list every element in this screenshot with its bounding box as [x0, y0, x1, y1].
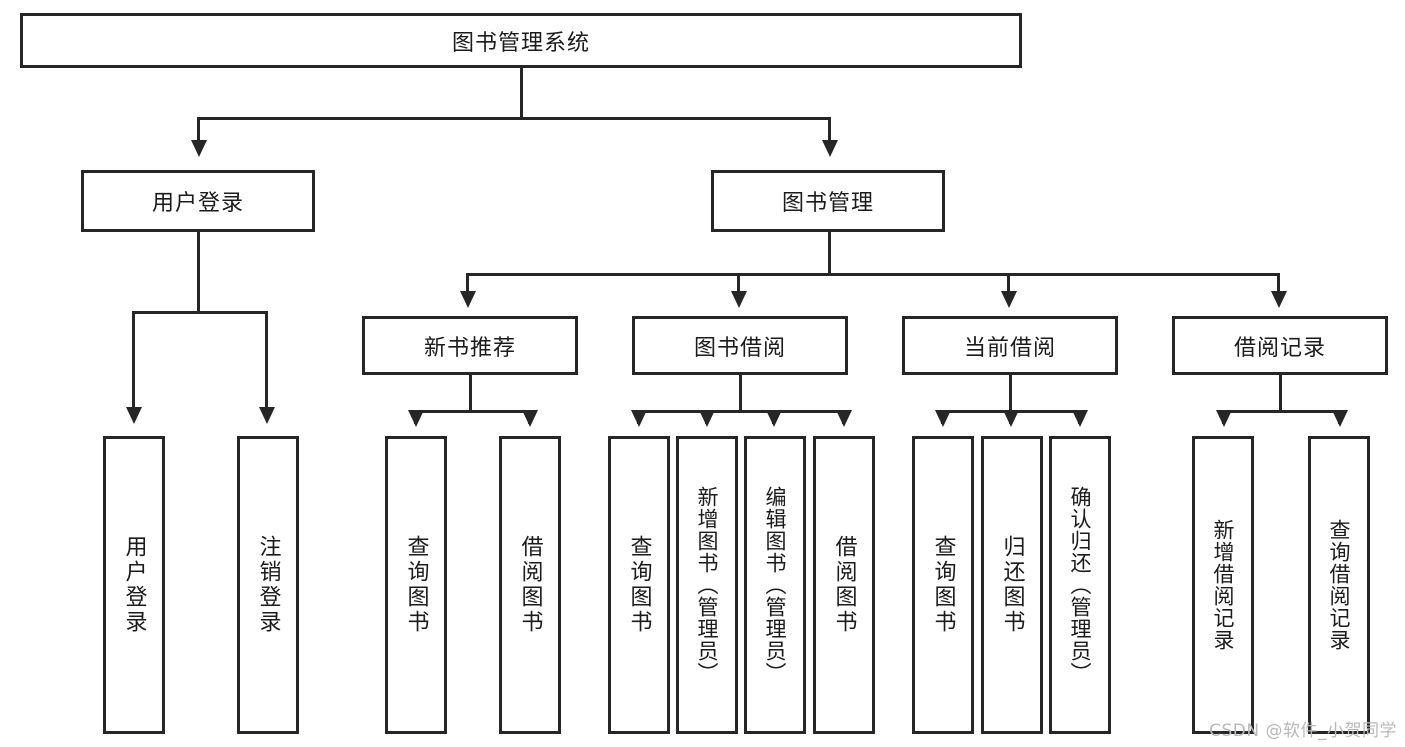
edge-book-borrow-bus	[637, 410, 845, 413]
arrow-to-leaf-query-book-3	[935, 410, 951, 427]
edge-new-book-bus	[414, 410, 531, 413]
leaf-add-book-admin[interactable]: 新增图书（管理员）	[676, 436, 738, 734]
node-label: 新增借阅记录	[1211, 519, 1236, 651]
node-label: 用户登录	[121, 535, 147, 635]
node-label: 注销登录	[255, 535, 281, 635]
arrow-to-leaf-query-borrow-record	[1332, 410, 1348, 427]
leaf-borrow-book-recommend[interactable]: 借阅图书	[499, 436, 561, 734]
leaf-edit-book-admin[interactable]: 编辑图书（管理员）	[744, 436, 806, 734]
node-label: 确认归还（管理员）	[1068, 486, 1093, 684]
edge-borrow-record-bus	[1222, 410, 1341, 413]
leaf-query-borrow-record[interactable]: 查询借阅记录	[1308, 436, 1370, 734]
arrow-to-leaf-add-book	[699, 410, 715, 427]
edge-level3-bus	[466, 273, 1280, 276]
edge-level3-drop-book-borrow	[737, 273, 740, 295]
node-label: 查询图书	[626, 535, 652, 635]
node-book-borrow[interactable]: 图书借阅	[632, 316, 848, 375]
edge-book-management-stem	[828, 232, 831, 274]
edge-user-login-stem	[197, 232, 200, 312]
edge-current-borrow-stem	[1009, 375, 1012, 411]
arrow-to-leaf-return-book	[1003, 410, 1019, 427]
arrow-to-leaf-user-login	[126, 407, 142, 424]
watermark: CSDN @软件_小贺同学	[1209, 721, 1397, 741]
leaf-query-book-current[interactable]: 查询图书	[912, 436, 974, 734]
edge-level2-drop-user-login	[197, 117, 200, 144]
node-label: 借阅记录	[1233, 335, 1326, 361]
edge-level2-drop-book-management	[828, 117, 831, 144]
node-label: 图书管理系统	[451, 30, 590, 56]
arrow-to-current-borrow	[1001, 291, 1017, 308]
leaf-borrow-book[interactable]: 借阅图书	[813, 436, 875, 734]
arrow-to-leaf-confirm-return	[1072, 410, 1088, 427]
node-label: 借阅图书	[831, 535, 857, 635]
node-label: 图书管理	[781, 191, 874, 216]
node-label: 编辑图书（管理员）	[763, 486, 788, 684]
node-book-management[interactable]: 图书管理	[711, 170, 945, 232]
leaf-user-login[interactable]: 用户登录	[103, 436, 165, 734]
node-root-book-management-system[interactable]: 图书管理系统	[20, 13, 1022, 68]
arrow-to-user-login	[191, 140, 207, 157]
leaf-return-book[interactable]: 归还图书	[981, 436, 1043, 734]
node-new-book-recommend[interactable]: 新书推荐	[362, 316, 578, 375]
edge-borrow-record-stem	[1279, 375, 1282, 411]
arrow-to-book-borrow	[731, 291, 747, 308]
leaf-confirm-return-admin[interactable]: 确认归还（管理员）	[1049, 436, 1111, 734]
edge-root-stem	[520, 68, 523, 118]
node-label: 新书推荐	[423, 335, 516, 361]
arrow-to-leaf-query-book-1	[408, 410, 424, 427]
arrow-to-leaf-borrow-book-2	[836, 410, 852, 427]
node-label: 查询图书	[930, 535, 956, 635]
edge-level3-drop-borrow-record	[1277, 273, 1280, 295]
edge-book-borrow-stem	[739, 375, 742, 411]
arrow-to-leaf-edit-book	[766, 410, 782, 427]
leaf-add-borrow-record[interactable]: 新增借阅记录	[1192, 436, 1254, 734]
node-label: 新增图书（管理员）	[695, 486, 720, 684]
edge-level2-bus	[197, 117, 831, 120]
node-user-login[interactable]: 用户登录	[81, 170, 315, 232]
edge-level3-drop-new-book	[466, 273, 469, 295]
node-borrow-record[interactable]: 借阅记录	[1172, 316, 1388, 375]
node-label: 用户登录	[151, 191, 244, 216]
arrow-to-leaf-borrow-book-1	[522, 410, 538, 427]
edge-level3-drop-current-borrow	[1007, 273, 1010, 295]
node-label: 查询借阅记录	[1327, 519, 1352, 651]
arrow-to-new-book-recommend	[460, 291, 476, 308]
node-label: 借阅图书	[517, 535, 543, 635]
edge-new-book-stem	[469, 375, 472, 411]
node-label: 当前借阅	[963, 335, 1056, 361]
node-label: 归还图书	[999, 535, 1025, 635]
leaf-logout[interactable]: 注销登录	[237, 436, 299, 734]
arrow-to-leaf-logout	[259, 407, 275, 424]
arrow-to-leaf-query-book-2	[631, 410, 647, 427]
leaf-query-book-borrow[interactable]: 查询图书	[608, 436, 670, 734]
node-label: 查询图书	[403, 535, 429, 635]
node-label: 图书借阅	[693, 335, 786, 361]
arrow-to-borrow-record	[1271, 291, 1287, 308]
node-current-borrow[interactable]: 当前借阅	[902, 316, 1118, 375]
leaf-query-book-recommend[interactable]: 查询图书	[385, 436, 447, 734]
edge-user-login-drop-2	[265, 311, 268, 411]
edge-user-login-bus	[132, 311, 268, 314]
arrow-to-book-management	[822, 140, 838, 157]
edge-user-login-drop-1	[132, 311, 135, 411]
arrow-to-leaf-add-borrow-record	[1216, 410, 1232, 427]
